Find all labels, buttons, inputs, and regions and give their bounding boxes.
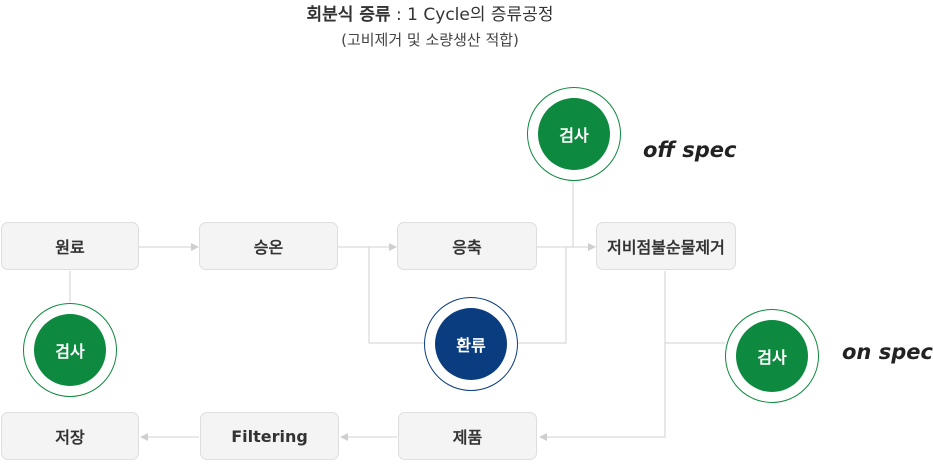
arrow-remove-product [539, 271, 666, 441]
box-impurity-removal: 저비점불순물제거 [596, 222, 736, 270]
inspection-node-left: 검사 [23, 303, 117, 397]
line-reflux-left [368, 247, 424, 344]
off-spec-label: off spec [643, 138, 737, 162]
title-bold: 회분식 증류 [306, 5, 391, 25]
box-heating: 승온 [199, 222, 338, 270]
inspection-top-label: 검사 [538, 98, 610, 170]
inspection-right-label: 검사 [736, 320, 808, 392]
on-spec-label: on spec [842, 340, 933, 364]
reflux-label: 환류 [435, 308, 507, 380]
line-reflux-right [518, 247, 567, 344]
diagram-title: 회분식 증류 : 1 Cycle의 증류공정 [0, 4, 860, 26]
box-storage: 저장 [1, 412, 139, 460]
box-filtering: Filtering [200, 412, 339, 460]
inspection-node-right: 검사 [725, 309, 819, 403]
inspection-left-label: 검사 [34, 314, 106, 386]
reflux-node: 환류 [424, 297, 518, 391]
inspection-node-top: 검사 [527, 87, 621, 181]
box-product: 제품 [398, 412, 537, 460]
title-rest: : 1 Cycle의 증류공정 [390, 5, 554, 25]
box-condensation: 응축 [397, 222, 537, 270]
box-raw-material: 원료 [1, 222, 139, 270]
diagram-subtitle: (고비제거 및 소량생산 적합) [341, 31, 519, 49]
